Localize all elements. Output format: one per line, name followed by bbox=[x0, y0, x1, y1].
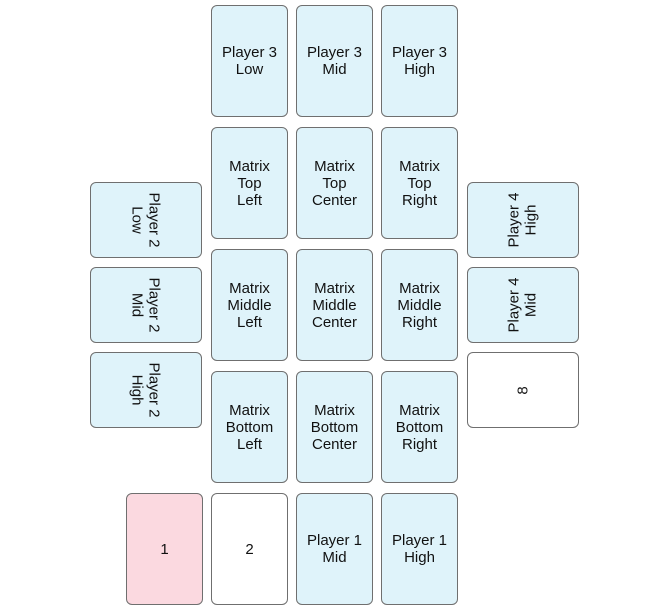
player1-high-card[interactable]: Player 1 High bbox=[381, 493, 458, 605]
player1-slot-1-label: 1 bbox=[160, 540, 169, 558]
player2-low-card[interactable]: Player 2 Low bbox=[90, 182, 202, 258]
player4-high-label: Player 4 High bbox=[506, 192, 540, 248]
matrix-middle-left-card[interactable]: Matrix Middle Left bbox=[211, 249, 288, 361]
player3-high-label: Player 3 High bbox=[391, 44, 448, 78]
player1-slot-2-label: 2 bbox=[245, 540, 254, 558]
player4-slot-label: 8 bbox=[514, 385, 532, 395]
player2-mid-label: Player 2 Mid bbox=[129, 277, 163, 333]
matrix-middle-center-label: Matrix Middle Center bbox=[311, 279, 358, 331]
player3-high-card[interactable]: Player 3 High bbox=[381, 5, 458, 117]
player3-mid-card[interactable]: Player 3 Mid bbox=[296, 5, 373, 117]
player4-slot-card[interactable]: 8 bbox=[467, 352, 579, 428]
matrix-bottom-center-card[interactable]: Matrix Bottom Center bbox=[296, 371, 373, 483]
matrix-bottom-left-card[interactable]: Matrix Bottom Left bbox=[211, 371, 288, 483]
matrix-top-center-card[interactable]: Matrix Top Center bbox=[296, 127, 373, 239]
matrix-bottom-right-card[interactable]: Matrix Bottom Right bbox=[381, 371, 458, 483]
player2-high-label: Player 2 High bbox=[129, 362, 163, 418]
matrix-top-left-card[interactable]: Matrix Top Left bbox=[211, 127, 288, 239]
matrix-middle-center-card[interactable]: Matrix Middle Center bbox=[296, 249, 373, 361]
player4-high-card[interactable]: Player 4 High bbox=[467, 182, 579, 258]
player1-high-label: Player 1 High bbox=[391, 532, 448, 566]
matrix-bottom-left-label: Matrix Bottom Left bbox=[225, 401, 274, 453]
matrix-top-right-label: Matrix Top Right bbox=[399, 157, 440, 209]
player3-mid-label: Player 3 Mid bbox=[306, 44, 363, 78]
matrix-middle-right-card[interactable]: Matrix Middle Right bbox=[381, 249, 458, 361]
player2-high-card[interactable]: Player 2 High bbox=[90, 352, 202, 428]
matrix-middle-right-label: Matrix Middle Right bbox=[397, 279, 442, 331]
player4-mid-card[interactable]: Player 4 Mid bbox=[467, 267, 579, 343]
player1-mid-label: Player 1 Mid bbox=[306, 532, 363, 566]
matrix-top-right-card[interactable]: Matrix Top Right bbox=[381, 127, 458, 239]
player4-mid-label: Player 4 Mid bbox=[506, 277, 540, 333]
player2-low-label: Player 2 Low bbox=[129, 192, 163, 248]
matrix-top-left-label: Matrix Top Left bbox=[229, 157, 270, 209]
matrix-bottom-center-label: Matrix Bottom Center bbox=[310, 401, 359, 453]
matrix-bottom-right-label: Matrix Bottom Right bbox=[395, 401, 444, 453]
player1-slot-1-card[interactable]: 1 bbox=[126, 493, 203, 605]
matrix-middle-left-label: Matrix Middle Left bbox=[227, 279, 272, 331]
player2-mid-card[interactable]: Player 2 Mid bbox=[90, 267, 202, 343]
player1-slot-2-card[interactable]: 2 bbox=[211, 493, 288, 605]
player3-low-label: Player 3 Low bbox=[221, 44, 278, 78]
player1-mid-card[interactable]: Player 1 Mid bbox=[296, 493, 373, 605]
player3-low-card[interactable]: Player 3 Low bbox=[211, 5, 288, 117]
matrix-top-center-label: Matrix Top Center bbox=[311, 157, 358, 209]
